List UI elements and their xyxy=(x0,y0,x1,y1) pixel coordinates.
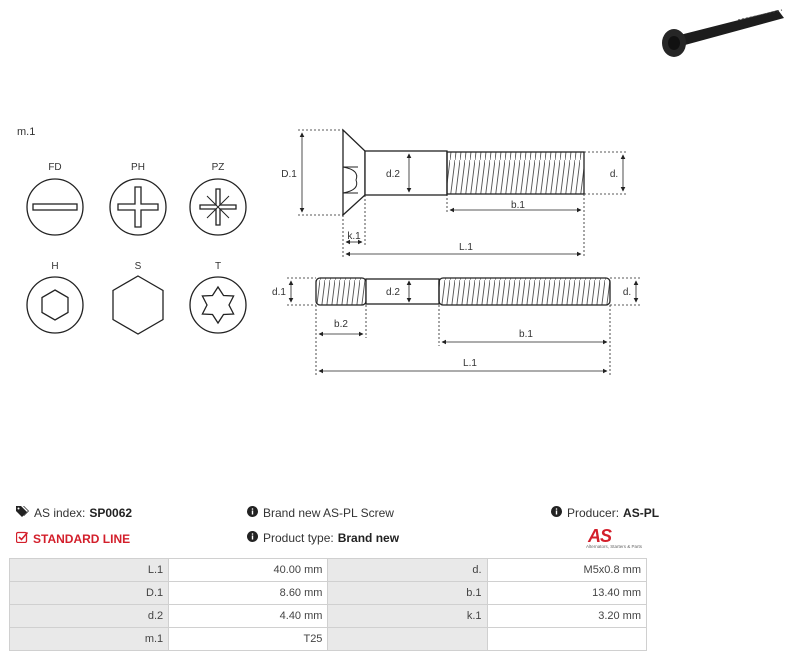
spec-table: L.1 40.00 mm d. M5x0.8 mm D.1 8.60 mm b.… xyxy=(8,558,648,651)
info-icon xyxy=(247,506,258,520)
info-icon xyxy=(551,506,562,520)
spec-value: 8.60 mm xyxy=(168,581,329,605)
spec-value: T25 xyxy=(168,627,329,651)
hex-head-icon xyxy=(112,275,164,335)
info-icon xyxy=(247,531,258,545)
stud-screw-drawing xyxy=(315,277,611,306)
dim-label-bottom-d1: d.1 xyxy=(272,287,286,298)
table-row: m.1 T25 xyxy=(8,627,648,651)
dim-label-top-k1: k.1 xyxy=(347,231,361,242)
producer-label: Producer: xyxy=(567,506,620,520)
head-type-label-fd: FD xyxy=(48,162,61,173)
dim-label-top-d2: d.2 xyxy=(386,169,400,180)
table-row: D.1 8.60 mm b.1 13.40 mm xyxy=(8,581,648,605)
head-type-label-t: T xyxy=(215,261,221,272)
producer-value: AS-PL xyxy=(623,506,660,520)
spec-value: 3.20 mm xyxy=(486,604,648,628)
top-screw-dimensions xyxy=(298,129,628,258)
torx-drive-icon xyxy=(189,276,247,334)
spec-value: 40.00 mm xyxy=(168,558,329,582)
dim-label-bottom-b1: b.1 xyxy=(519,329,533,340)
product-type-value: Brand new xyxy=(337,531,400,545)
dim-label-bottom-b2: b.2 xyxy=(334,319,348,330)
head-type-label-s: S xyxy=(135,261,142,272)
tags-icon xyxy=(16,506,29,520)
product-type-label: Product type: xyxy=(263,531,334,545)
logo-text: AS xyxy=(588,526,612,546)
spec-label: d.2 xyxy=(8,604,170,628)
dim-label-top-b1: b.1 xyxy=(511,200,525,211)
as-index: AS index: SP0062 xyxy=(16,506,132,520)
as-index-label: AS index: xyxy=(34,506,86,520)
table-row: L.1 40.00 mm d. M5x0.8 mm xyxy=(8,558,648,582)
spec-value: M5x0.8 mm xyxy=(486,558,648,582)
spec-value: 4.40 mm xyxy=(168,604,329,628)
dim-label-bottom-L1: L.1 xyxy=(463,358,477,369)
hex-socket-drive-icon xyxy=(26,276,84,334)
m1-label: m.1 xyxy=(17,126,35,138)
dim-label-bottom-d: d. xyxy=(623,287,631,298)
spec-label: k.1 xyxy=(327,604,488,628)
dim-label-bottom-d2: d.2 xyxy=(386,287,400,298)
spec-label: D.1 xyxy=(8,581,170,605)
head-type-label-pz: PZ xyxy=(212,162,225,173)
producer: Producer: AS-PL xyxy=(551,506,659,520)
spec-label: b.1 xyxy=(327,581,488,605)
pozidriv-drive-icon xyxy=(189,178,247,236)
spec-label: m.1 xyxy=(8,627,170,651)
table-row: d.2 4.40 mm k.1 3.20 mm xyxy=(8,604,648,628)
spec-label: d. xyxy=(327,558,488,582)
as-index-value: SP0062 xyxy=(89,506,133,520)
spec-label: L.1 xyxy=(8,558,170,582)
product-photo xyxy=(662,9,784,57)
check-square-icon xyxy=(15,531,29,546)
description: Brand new AS-PL Screw xyxy=(247,506,394,520)
slotted-drive-icon xyxy=(26,178,84,236)
spec-value: 13.40 mm xyxy=(486,581,648,605)
product-type: Product type: Brand new xyxy=(247,531,399,545)
dim-label-top-D1: D.1 xyxy=(281,169,297,180)
dim-label-top-d: d. xyxy=(610,169,618,180)
spec-label xyxy=(327,627,488,651)
phillips-drive-icon xyxy=(109,178,167,236)
standard-line: STANDARD LINE xyxy=(15,531,131,546)
head-type-label-h: H xyxy=(51,261,58,272)
countersunk-screw-drawing xyxy=(342,128,585,217)
logo-tagline: Alternators, Starters & Parts xyxy=(586,544,643,549)
description-text: Brand new AS-PL Screw xyxy=(263,506,394,520)
dim-label-top-L1: L.1 xyxy=(459,242,473,253)
head-type-label-ph: PH xyxy=(131,162,145,173)
standard-line-label: STANDARD LINE xyxy=(33,531,131,546)
spec-value xyxy=(486,627,648,651)
bottom-screw-dimensions xyxy=(287,277,640,376)
